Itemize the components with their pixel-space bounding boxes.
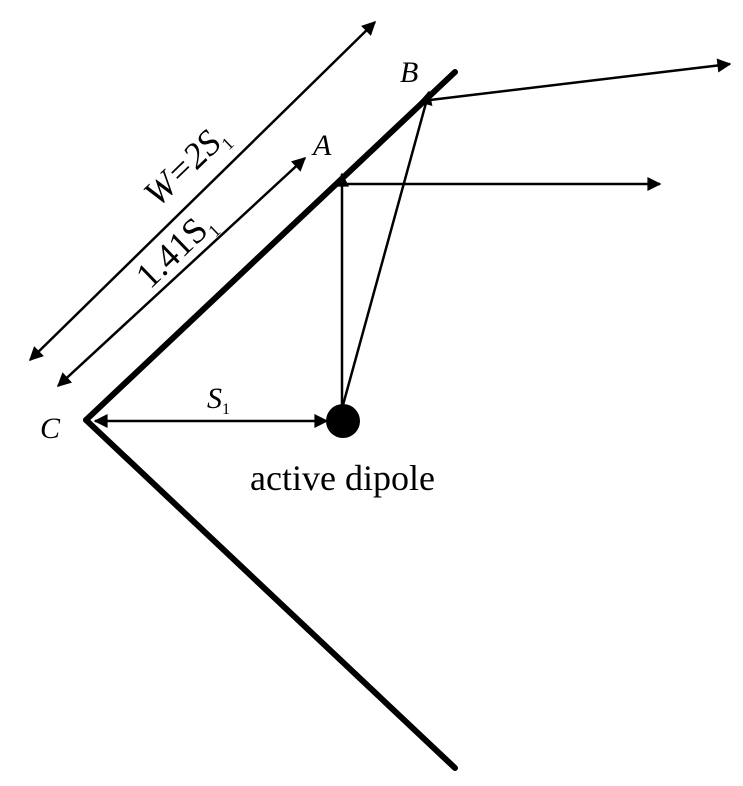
spacing-label-subscript: 1 (222, 401, 230, 418)
dipole-caption: active dipole (250, 458, 435, 498)
point-b-label: B (400, 56, 418, 89)
active-dipole-marker (326, 404, 360, 438)
reflected-ray-from-b (429, 58, 732, 102)
width-label: W=2S1 (136, 116, 238, 217)
ray-dipole-to-b (341, 90, 433, 406)
spacing-label-main: S (207, 382, 222, 415)
width-label-main: W=2S (136, 122, 229, 213)
lower-reflector-plate (83, 417, 458, 771)
point-c-label: C (40, 412, 61, 445)
spacing-label: S1 (207, 382, 230, 418)
half-width-dimension-arrow (56, 157, 307, 387)
svg-text:W=2S1: W=2S1 (136, 116, 238, 217)
point-a-label: A (311, 129, 332, 162)
